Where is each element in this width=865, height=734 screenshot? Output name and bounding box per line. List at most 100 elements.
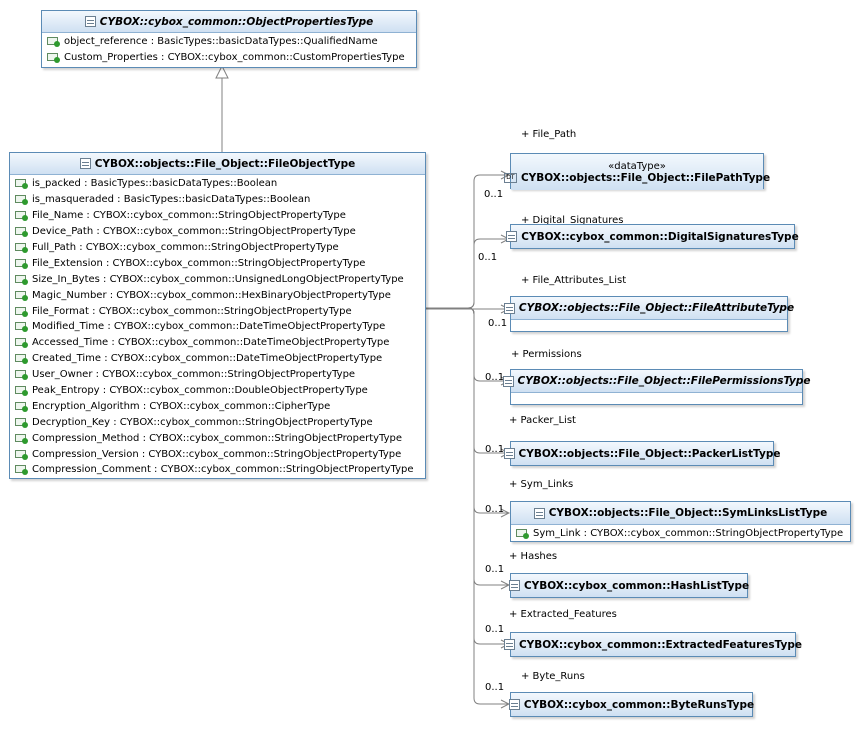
role-label-hashes: + Hashes bbox=[509, 551, 558, 562]
attribute-icon bbox=[15, 274, 28, 285]
attribute-label: Compression_Comment : CYBOX::cybox_commo… bbox=[32, 464, 414, 476]
attribute-row[interactable]: object_reference : BasicTypes::basicData… bbox=[47, 34, 416, 50]
class-byte-runs-target[interactable]: CYBOX::cybox_common::ByteRunsType bbox=[508, 692, 754, 717]
association-line bbox=[426, 307, 509, 514]
attribute-row[interactable]: Device_Path : CYBOX::cybox_common::Strin… bbox=[15, 224, 425, 240]
class-file-attributes-list-target[interactable]: CYBOX::objects::File_Object::FileAttribu… bbox=[503, 296, 794, 332]
attribute-icon bbox=[15, 417, 28, 428]
datatype-icon: DT bbox=[503, 172, 517, 183]
multiplicity-label: 0..1 bbox=[485, 682, 505, 693]
attribute-icon bbox=[15, 369, 28, 381]
attribute-label: Size_In_Bytes : CYBOX::cybox_common::Uns… bbox=[32, 273, 404, 285]
class-permissions-target[interactable]: CYBOX::objects::File_Object::FilePermiss… bbox=[502, 369, 810, 405]
multiplicity-label: 0..1 bbox=[488, 318, 508, 329]
class-name: CYBOX::cybox_common::HashListType bbox=[523, 579, 750, 592]
attribute-row[interactable]: Peak_Entropy : CYBOX::cybox_common::Doub… bbox=[15, 383, 425, 399]
attribute-row[interactable]: Custom_Properties : CYBOX::cybox_common:… bbox=[47, 50, 416, 66]
attribute-row[interactable]: is_masqueraded : BasicTypes::basicDataTy… bbox=[15, 192, 425, 208]
class-sym-links-target[interactable]: CYBOX::objects::File_Object::SymLinksLis… bbox=[510, 501, 851, 542]
class-name: CYBOX::cybox_common::ObjectPropertiesTyp… bbox=[99, 15, 374, 28]
multiplicity-label: 0..1 bbox=[485, 372, 505, 383]
attribute-row[interactable]: Full_Path : CYBOX::cybox_common::StringO… bbox=[15, 240, 425, 256]
class-header: CYBOX::objects::File_Object::PackerListT… bbox=[503, 442, 780, 465]
role-label-byte-runs: + Byte_Runs bbox=[521, 671, 585, 682]
attribute-icon bbox=[15, 464, 28, 476]
attribute-icon bbox=[15, 321, 28, 333]
attribute-icon bbox=[516, 528, 529, 540]
attribute-row[interactable]: Compression_Comment : CYBOX::cybox_commo… bbox=[15, 462, 425, 478]
class-file-object-type[interactable]: CYBOX::objects::File_Object::FileObjectT… bbox=[9, 152, 426, 479]
attribute-label: File_Extension : CYBOX::cybox_common::St… bbox=[32, 257, 366, 269]
attribute-row[interactable]: Accessed_Time : CYBOX::cybox_common::Dat… bbox=[15, 335, 425, 351]
class-name: CYBOX::objects::File_Object::PackerListT… bbox=[518, 447, 781, 460]
empty-compartment bbox=[511, 393, 802, 403]
stereotype-label: «dataType» bbox=[608, 160, 666, 172]
role-label-file-path: + File_Path bbox=[521, 129, 577, 140]
attribute-label: is_packed : BasicTypes::basicDataTypes::… bbox=[32, 178, 278, 190]
attribute-row[interactable]: User_Owner : CYBOX::cybox_common::String… bbox=[15, 367, 425, 383]
attribute-icon bbox=[15, 290, 28, 301]
class-icon bbox=[79, 158, 91, 169]
role-label-permissions: + Permissions bbox=[511, 349, 582, 360]
attribute-icon bbox=[15, 242, 28, 253]
attribute-row[interactable]: is_packed : BasicTypes::basicDataTypes::… bbox=[15, 176, 425, 192]
role-label-file-attributes-list: + File_Attributes_List bbox=[521, 275, 627, 286]
association-line bbox=[426, 238, 509, 309]
role-label-extracted-features: + Extracted_Features bbox=[509, 609, 617, 620]
attribute-row[interactable]: File_Format : CYBOX::cybox_common::Strin… bbox=[15, 303, 425, 319]
attribute-list: is_packed : BasicTypes::basicDataTypes::… bbox=[10, 175, 425, 479]
attribute-row[interactable]: Compression_Version : CYBOX::cybox_commo… bbox=[15, 446, 425, 462]
class-icon bbox=[503, 302, 515, 314]
attribute-label: Peak_Entropy : CYBOX::cybox_common::Doub… bbox=[32, 385, 368, 397]
attribute-label: File_Name : CYBOX::cybox_common::StringO… bbox=[32, 210, 346, 222]
attribute-label: Accessed_Time : CYBOX::cybox_common::Dat… bbox=[32, 337, 390, 349]
class-icon bbox=[508, 580, 520, 591]
class-name: CYBOX::objects::File_Object::SymLinksLis… bbox=[548, 507, 828, 519]
attribute-label: is_masqueraded : BasicTypes::basicDataTy… bbox=[32, 194, 311, 206]
association-arrowhead bbox=[500, 170, 511, 180]
class-packer-list-target[interactable]: CYBOX::objects::File_Object::PackerListT… bbox=[503, 441, 780, 466]
attribute-row[interactable]: File_Extension : CYBOX::cybox_common::St… bbox=[15, 255, 425, 271]
attribute-label: File_Format : CYBOX::cybox_common::Strin… bbox=[32, 305, 352, 317]
attribute-row[interactable]: Created_Time : CYBOX::cybox_common::Date… bbox=[15, 351, 425, 367]
attribute-row[interactable]: Size_In_Bytes : CYBOX::cybox_common::Uns… bbox=[15, 271, 425, 287]
attribute-row[interactable]: Sym_Link : CYBOX::cybox_common::StringOb… bbox=[516, 526, 850, 542]
attribute-label: Decryption_Key : CYBOX::cybox_common::St… bbox=[32, 416, 373, 428]
attribute-label: Full_Path : CYBOX::cybox_common::StringO… bbox=[32, 242, 339, 253]
attribute-label: Compression_Method : CYBOX::cybox_common… bbox=[32, 432, 403, 444]
attribute-icon bbox=[47, 36, 60, 48]
attribute-label: Compression_Version : CYBOX::cybox_commo… bbox=[32, 448, 402, 460]
class-icon bbox=[533, 507, 545, 519]
attribute-label: User_Owner : CYBOX::cybox_common::String… bbox=[32, 369, 356, 381]
multiplicity-label: 0..1 bbox=[485, 444, 505, 455]
attribute-list: Sym_Link : CYBOX::cybox_common::StringOb… bbox=[511, 525, 850, 543]
class-name: CYBOX::cybox_common::DigitalSignaturesTy… bbox=[521, 230, 799, 243]
attribute-label: Encryption_Algorithm : CYBOX::cybox_comm… bbox=[32, 400, 331, 412]
class-name: CYBOX::objects::File_Object::FilePathTyp… bbox=[520, 171, 771, 184]
multiplicity-label: 0..1 bbox=[485, 564, 505, 575]
multiplicity-label: 0..1 bbox=[478, 252, 498, 263]
attribute-icon bbox=[15, 401, 28, 412]
attribute-row[interactable]: Modified_Time : CYBOX::cybox_common::Dat… bbox=[15, 319, 425, 335]
attribute-row[interactable]: Magic_Number : CYBOX::cybox_common::HexB… bbox=[15, 287, 425, 303]
class-header: CYBOX::cybox_common::ObjectPropertiesTyp… bbox=[42, 11, 416, 33]
class-hashes-target[interactable]: CYBOX::cybox_common::HashListType bbox=[508, 573, 750, 598]
multiplicity-label: 0..1 bbox=[485, 624, 505, 635]
attribute-icon bbox=[15, 194, 28, 206]
attribute-row[interactable]: Decryption_Key : CYBOX::cybox_common::St… bbox=[15, 414, 425, 430]
class-icon bbox=[502, 375, 514, 387]
class-name: CYBOX::objects::File_Object::FileAttribu… bbox=[518, 302, 795, 314]
class-icon bbox=[503, 639, 515, 650]
class-extracted-features-target[interactable]: CYBOX::cybox_common::ExtractedFeaturesTy… bbox=[503, 632, 802, 657]
attribute-row[interactable]: File_Name : CYBOX::cybox_common::StringO… bbox=[15, 208, 425, 224]
class-object-properties-type[interactable]: CYBOX::cybox_common::ObjectPropertiesTyp… bbox=[41, 10, 417, 68]
attribute-icon bbox=[15, 385, 28, 397]
attribute-row[interactable]: Encryption_Algorithm : CYBOX::cybox_comm… bbox=[15, 398, 425, 414]
class-icon bbox=[506, 231, 518, 242]
class-digital-signatures-target[interactable]: CYBOX::cybox_common::DigitalSignaturesTy… bbox=[506, 224, 799, 249]
role-label-sym-links: + Sym_Links bbox=[509, 479, 574, 490]
attribute-row[interactable]: Compression_Method : CYBOX::cybox_common… bbox=[15, 430, 425, 446]
class-name: CYBOX::objects::File_Object::FileObjectT… bbox=[94, 157, 356, 170]
association-arrowhead bbox=[500, 508, 511, 518]
